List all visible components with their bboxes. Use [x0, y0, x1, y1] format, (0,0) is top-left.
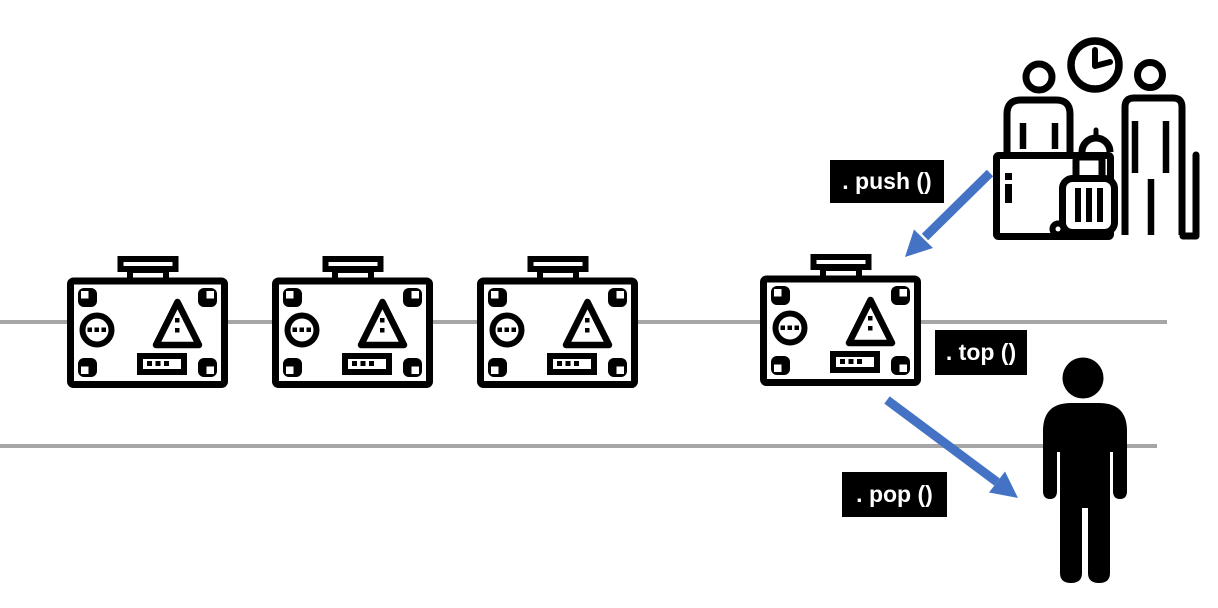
person-icon	[1043, 357, 1127, 583]
check-in-counter-icon	[993, 37, 1200, 240]
conveyor-line-bottom	[0, 444, 1157, 448]
pop-label: . pop ()	[842, 472, 947, 517]
top-label: . top ()	[935, 330, 1027, 375]
suitcase-icon	[67, 256, 228, 388]
suitcase-icon	[760, 254, 921, 386]
suitcase-icon	[477, 256, 638, 388]
push-label: . push ()	[830, 160, 944, 203]
suitcase-icon	[272, 256, 433, 388]
